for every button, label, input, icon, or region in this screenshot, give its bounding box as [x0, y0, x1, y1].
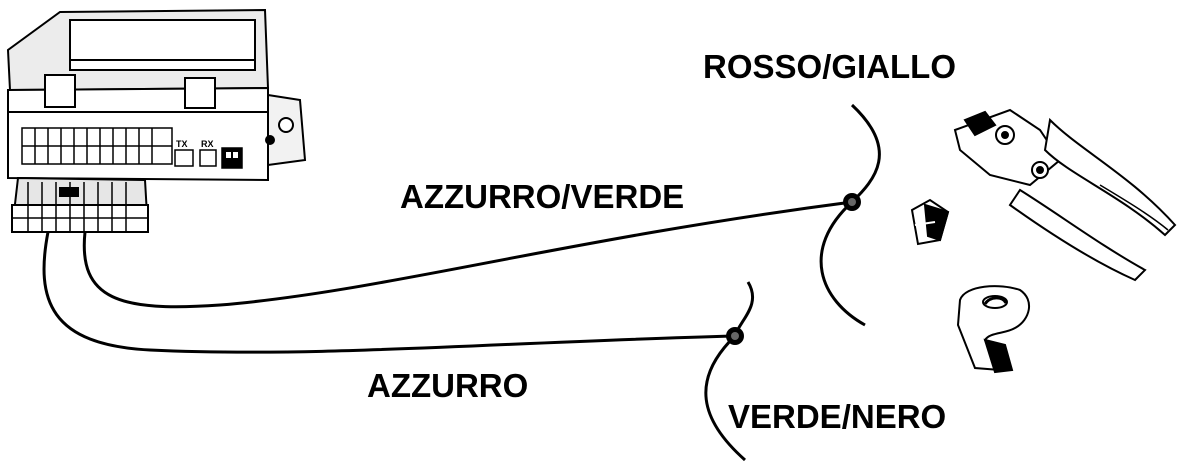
wire-azzurro-verde	[82, 200, 853, 309]
tx-label: TX	[176, 139, 188, 149]
wire-rosso-giallo	[819, 103, 881, 327]
crimping-pliers-icon	[953, 108, 1177, 282]
label-rosso-giallo: ROSSO/GIALLO	[703, 48, 957, 85]
label-azzurro-verde: AZZURRO/VERDE	[400, 178, 685, 215]
splice-junctions	[726, 193, 861, 345]
splice-clip-icon	[910, 198, 950, 246]
insulating-tape-icon	[956, 285, 1030, 374]
wire-verde-nero	[704, 281, 755, 462]
rx-label: RX	[201, 139, 214, 149]
label-verde-nero: VERDE/NERO	[728, 398, 947, 435]
wire-azzurro	[42, 231, 736, 354]
control-module-icon: TX RX	[6, 8, 307, 182]
wire-connector-icon	[10, 176, 150, 234]
label-azzurro: AZZURRO	[367, 367, 529, 404]
